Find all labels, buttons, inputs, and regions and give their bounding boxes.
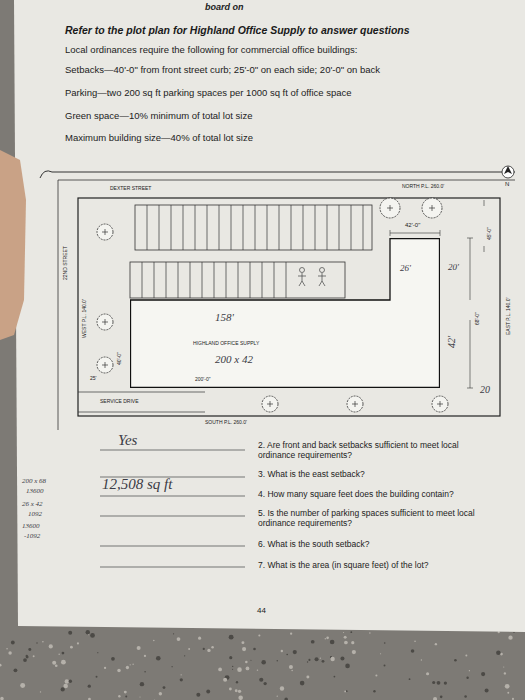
building-outline: HIGHLAND OFFICE SUPPLY bbox=[130, 238, 440, 388]
building-name: HIGHLAND OFFICE SUPPLY bbox=[193, 340, 259, 346]
plan-dimension: 40'-0" bbox=[117, 352, 123, 365]
plan-dimension: 26' bbox=[400, 263, 411, 273]
parking-row bbox=[135, 205, 372, 250]
answer-blanks bbox=[100, 450, 245, 567]
plan-dimension: 200 x 42 bbox=[215, 353, 253, 366]
trees bbox=[97, 198, 448, 412]
margin-calculation: 13600 bbox=[26, 487, 44, 495]
plan-dimension: 68'-0" bbox=[475, 312, 481, 325]
plan-dimension: N bbox=[505, 181, 509, 188]
plan-dimension: 22ND STREET bbox=[63, 246, 69, 280]
street-curb bbox=[58, 180, 59, 430]
service-drive bbox=[78, 392, 205, 412]
margin-calculation: 13600 bbox=[22, 522, 40, 530]
worksheet-question: 6. What is the south setback? bbox=[258, 540, 370, 550]
margin-calculation: 200 x 68 bbox=[22, 477, 46, 485]
plan-dimension: 20' bbox=[448, 262, 459, 272]
plan-dimension: NORTH P.L. 260.0' bbox=[402, 184, 444, 190]
worksheet-question: 7. What is the area (in square feet) of … bbox=[258, 561, 429, 571]
plan-dimension: DEXTER STREET bbox=[110, 186, 151, 192]
plan-dimension: 200'-0" bbox=[195, 377, 211, 383]
plan-dimension: WEST P.L. 140.0' bbox=[82, 299, 88, 338]
north-arrow bbox=[502, 166, 514, 178]
countertop-speckle bbox=[0, 630, 515, 700]
ordinance-note: Parking—two 200 sq ft parking spaces per… bbox=[65, 88, 352, 99]
ordinance-note: Maximum building size—40% of total lot s… bbox=[65, 133, 253, 144]
worksheet-question: 4. How many square feet does the buildin… bbox=[258, 490, 454, 500]
heading: Refer to the plot plan for Highland Offi… bbox=[65, 24, 410, 36]
plan-dimension: 25' bbox=[90, 376, 97, 382]
worksheet-question: Yes bbox=[118, 432, 137, 449]
book-page bbox=[14, 0, 525, 632]
plan-dimension: 20 bbox=[480, 384, 490, 396]
plan-dimension: SERVICE DRIVE bbox=[100, 399, 139, 405]
plan-dimension: 45'-0" bbox=[487, 227, 493, 240]
plan-dimension: SOUTH P.L. 260.0' bbox=[205, 420, 247, 426]
margin-calculation: -1092 bbox=[24, 532, 40, 540]
worksheet-question: 5. Is the number of parking spaces suffi… bbox=[258, 509, 498, 529]
building-shape bbox=[130, 238, 440, 388]
ordinance-note: Green space—10% minimum of total lot siz… bbox=[65, 111, 252, 122]
ordinance-note: board on bbox=[205, 2, 244, 12]
worksheet-question: 2. Are front and back setbacks sufficien… bbox=[258, 441, 498, 461]
street-curb bbox=[58, 180, 515, 181]
property-line bbox=[78, 198, 500, 416]
worksheet-question: 12,508 sq ft bbox=[102, 476, 172, 493]
page-number: 44 bbox=[257, 606, 266, 615]
margin-calculation: 26 x 42 bbox=[22, 500, 43, 508]
sketch-figures bbox=[298, 268, 326, 287]
ordinance-note: Local ordinances require the following f… bbox=[65, 45, 357, 56]
hand bbox=[0, 150, 26, 340]
dimension-lines bbox=[130, 200, 484, 388]
ordinance-note: Setbacks—40'-0" from front street curb; … bbox=[65, 65, 380, 76]
plan-dimension: 42'-0" bbox=[405, 222, 420, 229]
plan-dimension: 158' bbox=[215, 311, 234, 324]
plan-border bbox=[40, 171, 515, 178]
worksheet-question: 3. What is the east setback? bbox=[258, 470, 365, 480]
parking-row bbox=[130, 262, 345, 298]
plan-dimension: EAST P.L. 140.0' bbox=[506, 298, 512, 335]
plan-dimension: 42' bbox=[446, 336, 458, 348]
parking-stalls bbox=[142, 205, 363, 298]
margin-calculation: 1092 bbox=[28, 510, 42, 518]
